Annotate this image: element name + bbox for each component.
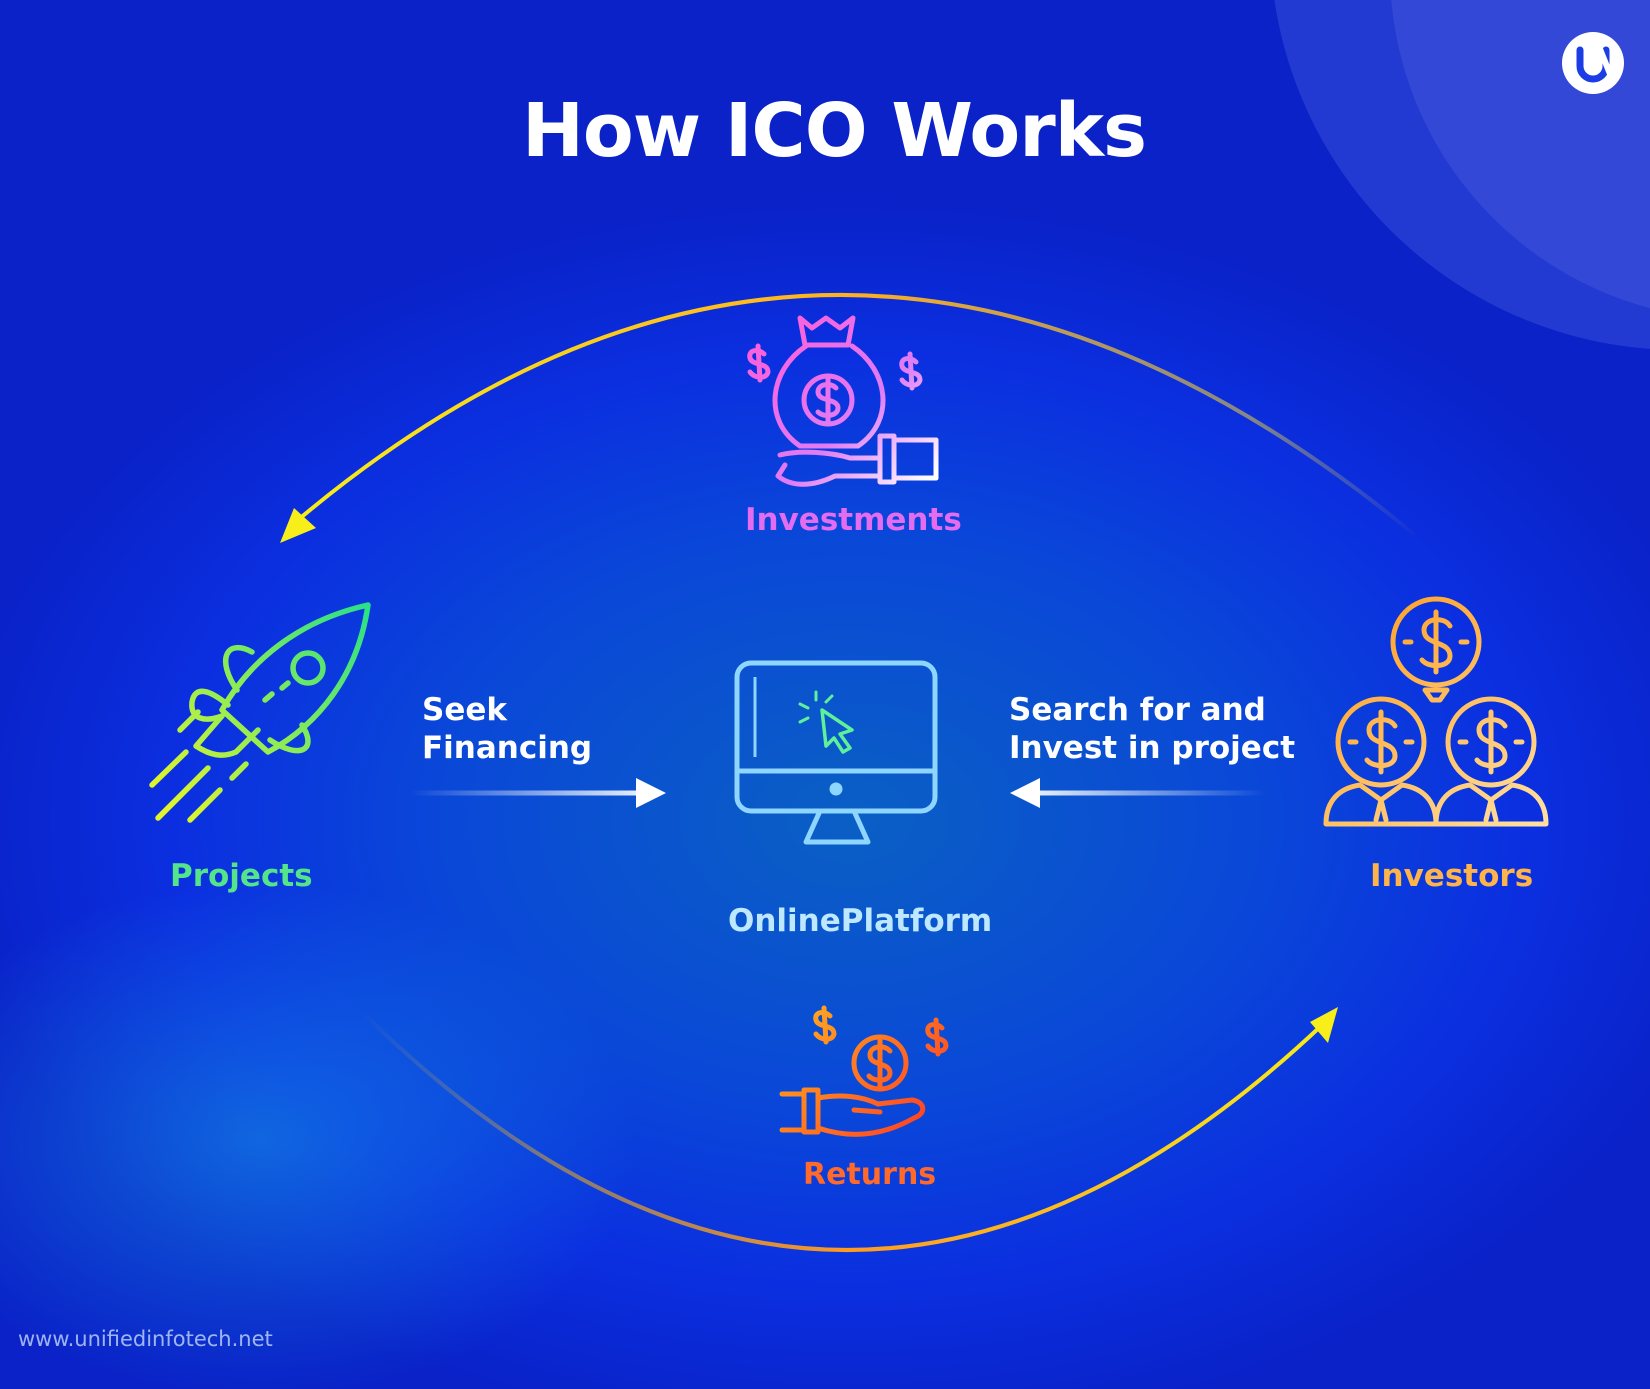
arrowhead-to-investors bbox=[1310, 1007, 1338, 1043]
returns-label: Returns bbox=[803, 1157, 937, 1192]
footer-url: www.unifiedinfotech.net bbox=[18, 1327, 273, 1351]
search-line-1: Search for and bbox=[1009, 692, 1266, 728]
brand-logo-icon bbox=[1562, 32, 1624, 94]
search-invest-arrow bbox=[1010, 778, 1265, 808]
money-bag-hand-icon bbox=[747, 315, 939, 487]
returns-flow-arrow bbox=[363, 1007, 1338, 1252]
arrowhead-to-projects bbox=[280, 508, 316, 543]
seek-line-2: Financing bbox=[422, 730, 593, 766]
seek-financing-arrow bbox=[410, 778, 666, 808]
online-platform-label: OnlinePlatform bbox=[728, 903, 993, 939]
coin-hand-icon bbox=[779, 1005, 949, 1137]
rocket-icon bbox=[149, 602, 371, 823]
investors-label: Investors bbox=[1370, 858, 1534, 894]
investments-flow-arrow bbox=[280, 293, 1417, 543]
search-line-2: Invest in project bbox=[1009, 730, 1296, 766]
seek-line-1: Seek bbox=[422, 692, 507, 728]
investor-group-dollar-icon bbox=[1323, 596, 1549, 827]
page-title: How ICO Works bbox=[522, 88, 1147, 174]
seek-financing-text: Seek Financing bbox=[422, 691, 592, 767]
monitor-cursor-icon bbox=[734, 660, 938, 845]
search-invest-text: Search for and Invest in project bbox=[1009, 691, 1295, 767]
projects-label: Projects bbox=[170, 858, 313, 894]
investments-label: Investments bbox=[745, 502, 962, 538]
